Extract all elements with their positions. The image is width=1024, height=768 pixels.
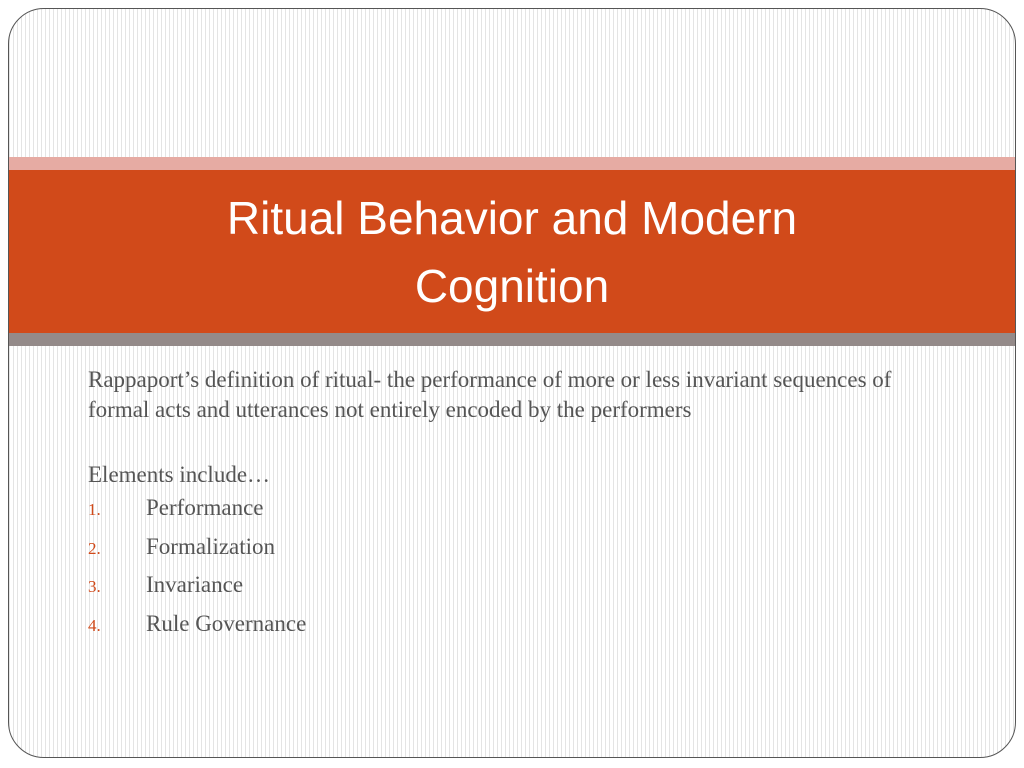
elements-list: 1. Performance 2. Formalization 3. Invar…: [88, 495, 948, 649]
list-item-number: 1.: [88, 500, 101, 519]
list-item-label: Invariance: [146, 572, 244, 597]
list-item-label: Performance: [146, 495, 264, 520]
elements-heading: Elements include…: [88, 462, 271, 487]
list-item-number: 3.: [88, 577, 101, 596]
title-accent-top-stripe: [9, 157, 1015, 170]
definition-text: Rappaport’s definition of ritual- the pe…: [88, 367, 892, 422]
list-item-label: Rule Governance: [146, 610, 307, 636]
list-item: 3. Invariance: [88, 572, 948, 611]
title-accent-bottom-stripe: [9, 333, 1015, 346]
list-item-number: 2.: [88, 538, 101, 558]
list-item: 2. Formalization: [88, 534, 948, 573]
slide-body: Rappaport’s definition of ritual- the pe…: [88, 365, 948, 649]
list-item-label: Formalization: [146, 533, 276, 559]
slide: Ritual Behavior and Modern Cognition Rap…: [8, 8, 1016, 758]
list-item-number: 4.: [88, 615, 101, 635]
slide-title: Ritual Behavior and Modern Cognition: [226, 191, 798, 312]
title-band: Ritual Behavior and Modern Cognition: [9, 170, 1015, 333]
list-item: 1. Performance: [88, 495, 948, 534]
list-item: 4. Rule Governance: [88, 611, 948, 650]
